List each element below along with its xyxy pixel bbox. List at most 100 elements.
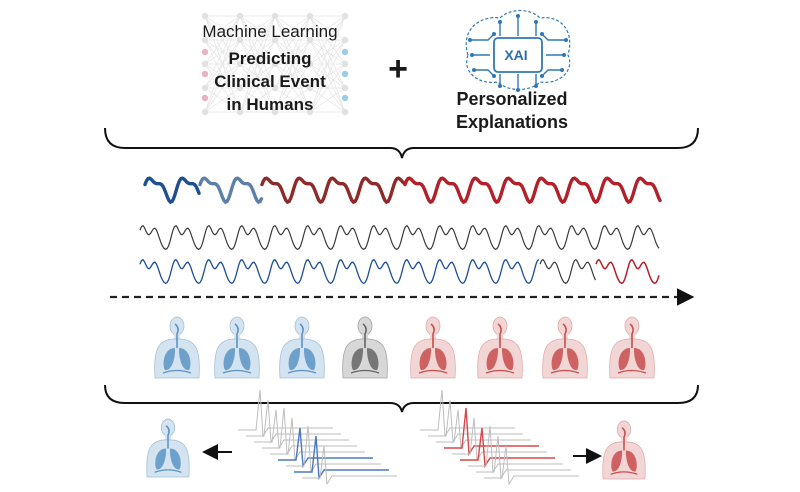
bottom-brace [104, 384, 699, 413]
network-edge [204, 15, 241, 113]
body-lung-right [567, 348, 579, 371]
network-node [201, 70, 209, 78]
waterfall-trace [468, 425, 563, 474]
body-diaphragm [610, 471, 638, 475]
network-edge [239, 15, 276, 65]
circuit-trace [541, 33, 566, 41]
body-diaphragm [154, 469, 182, 473]
network-edge [239, 15, 276, 89]
network-edge [309, 63, 346, 113]
ml-title: Machine Learning [202, 22, 338, 41]
circuit-node [516, 14, 520, 18]
body-diaphragm [222, 369, 252, 374]
circuit-trace [470, 33, 495, 41]
body-lung-left [155, 448, 167, 470]
body-lung-right [304, 348, 316, 371]
human-body-icon [602, 420, 646, 480]
network-node [341, 36, 349, 44]
body-timeline [154, 316, 655, 379]
network-edge [309, 39, 346, 113]
network-node [341, 84, 349, 92]
network-edge [274, 87, 311, 113]
waterfall-plot-left [238, 389, 397, 486]
waterfall-trace [302, 445, 397, 486]
body-airway [299, 323, 304, 348]
network-node [306, 108, 314, 116]
network-node [201, 36, 209, 44]
waterfall-trace [278, 427, 373, 469]
human-body-icon [609, 316, 655, 379]
network-node [201, 94, 209, 102]
circuit-trace [541, 69, 562, 77]
xai-line-1: Personalized [456, 89, 568, 109]
body-lung-right [435, 348, 447, 371]
network-edge [309, 15, 346, 113]
network-node [341, 60, 349, 68]
network-node [341, 94, 349, 102]
waterfall-trace [420, 389, 515, 438]
waterfall-trace [436, 409, 531, 450]
network-edge [239, 15, 276, 41]
body-airway [562, 323, 567, 348]
signal-wave-thick [198, 176, 264, 205]
network-node [341, 108, 349, 116]
network-edge [309, 15, 346, 65]
human-body-icon [477, 316, 523, 379]
body-airway [629, 323, 634, 348]
human-body-icon [214, 316, 260, 379]
network-node [271, 84, 279, 92]
network-node [306, 84, 314, 92]
body-lung-left [223, 348, 235, 371]
waterfall-trace [484, 445, 579, 486]
network-node [236, 12, 244, 20]
body-lung-right [502, 348, 514, 371]
body-airway [165, 425, 170, 449]
network-edge [204, 15, 241, 89]
waterfall-trace [452, 417, 547, 462]
waterfall-plot-right [420, 389, 579, 486]
circuit-node [564, 38, 568, 42]
network-edge [274, 63, 311, 113]
body-lung-left [351, 348, 363, 371]
signal-waveforms [139, 176, 662, 285]
network-edge [274, 15, 311, 41]
network-node [236, 36, 244, 44]
xai-badge: XAI [504, 47, 528, 63]
body-lung-right [179, 348, 191, 371]
network-edge [239, 87, 276, 113]
network-edge [274, 39, 311, 113]
network-edge [309, 87, 346, 113]
body-airway [234, 323, 239, 348]
network-edge [204, 39, 241, 113]
body-diaphragm [485, 369, 515, 374]
body-lung-right [367, 348, 379, 371]
body-lung-left [618, 348, 630, 371]
network-node [306, 60, 314, 68]
circuit-node [498, 20, 502, 24]
signal-wave-blue [139, 258, 540, 285]
circuit-node [492, 74, 496, 78]
human-body-icon [154, 316, 200, 379]
signal-wave-gray [139, 224, 660, 250]
network-node [341, 70, 349, 78]
circuit-node [534, 84, 538, 88]
circuit-node [468, 38, 472, 42]
body-lung-left [288, 348, 300, 371]
network-node [236, 108, 244, 116]
body-lung-left [163, 348, 175, 371]
signal-wave-thick [403, 176, 662, 205]
waterfall-trace [254, 409, 349, 450]
circuit-node [470, 53, 474, 57]
network-node [306, 36, 314, 44]
waterfall-trace [294, 435, 389, 481]
body-diaphragm [550, 369, 580, 374]
brain-outline [465, 9, 571, 91]
network-node [271, 36, 279, 44]
network-node [201, 60, 209, 68]
human-body-icon [602, 420, 646, 480]
body-airway [362, 323, 367, 348]
waterfall-trace [460, 427, 555, 469]
human-body-icon [279, 316, 325, 379]
signal-wave-red [595, 258, 660, 285]
waterfall-trace [270, 417, 365, 462]
